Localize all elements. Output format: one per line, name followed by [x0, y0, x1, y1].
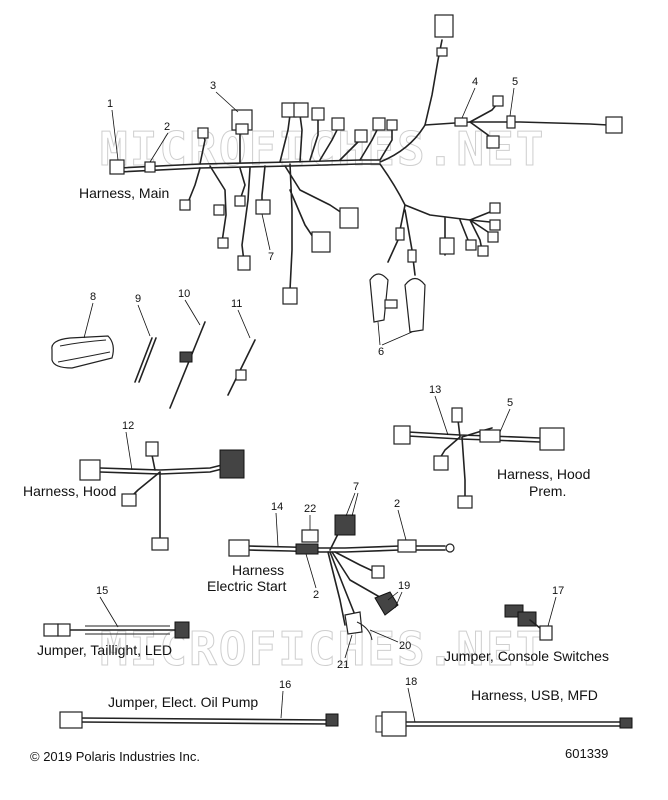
callout-5: 5: [512, 76, 518, 88]
diagram-number: 601339: [565, 746, 608, 761]
callout-11: 11: [231, 298, 242, 310]
label-harness-hood: Harness, Hood: [23, 483, 116, 499]
parts-8-to-11: 8 9 10 11: [51, 288, 256, 409]
label-harness-usb: Harness, USB, MFD: [471, 687, 598, 703]
callout-3: 3: [210, 80, 216, 92]
callout-7b: 7: [353, 481, 359, 493]
harness-usb-drawing: 18: [375, 676, 633, 737]
label-harness-hood-prem-2: Prem.: [529, 483, 566, 499]
callout-6: 6: [378, 346, 384, 358]
label-jumper-oil-pump: Jumper, Elect. Oil Pump: [108, 694, 258, 710]
harness-hood-prem-drawing: 13 5: [393, 384, 565, 509]
callout-17: 17: [552, 585, 564, 597]
callout-10: 10: [178, 288, 190, 300]
copyright-text: © 2019 Polaris Industries Inc.: [30, 749, 200, 764]
label-jumper-console: Jumper, Console Switches: [444, 648, 609, 664]
label-jumper-taillight: Jumper, Taillight, LED: [37, 642, 172, 658]
harness-electric-start-drawing: 14 22 7 2 2 19 20 21: [228, 481, 455, 671]
jumper-oil-pump-drawing: 16: [59, 679, 339, 729]
callout-4: 4: [472, 76, 478, 88]
callout-2b: 2: [394, 498, 400, 510]
label-harness-main: Harness, Main: [79, 185, 169, 201]
callout-21: 21: [337, 659, 349, 671]
callout-18: 18: [405, 676, 417, 688]
jumper-taillight-drawing: 15: [43, 585, 190, 639]
jumper-console-drawing: 17: [504, 585, 564, 641]
callout-20: 20: [399, 640, 411, 652]
callout-9: 9: [135, 293, 141, 305]
callout-2c: 2: [313, 589, 319, 601]
callout-2: 2: [164, 121, 170, 133]
callout-7: 7: [268, 251, 274, 263]
callout-12: 12: [122, 420, 134, 432]
callout-8: 8: [90, 291, 96, 303]
callout-1: 1: [107, 98, 113, 110]
label-harness-start-1: Harness: [232, 562, 284, 578]
label-harness-start-2: Electric Start: [207, 578, 286, 594]
callout-19: 19: [398, 580, 410, 592]
main-callouts: 1 2 3 4 5 6 7: [107, 76, 518, 358]
harness-hood-drawing: 12: [79, 420, 245, 551]
callout-14: 14: [271, 501, 283, 513]
label-harness-hood-prem-1: Harness, Hood: [497, 466, 590, 482]
callout-15: 15: [96, 585, 108, 597]
callout-22: 22: [304, 503, 316, 515]
callout-16: 16: [279, 679, 291, 691]
harness-main-drawing: [109, 14, 623, 333]
watermark-top: MICROFICHES.NET: [100, 122, 545, 176]
callout-5b: 5: [507, 397, 513, 409]
callout-13: 13: [429, 384, 441, 396]
